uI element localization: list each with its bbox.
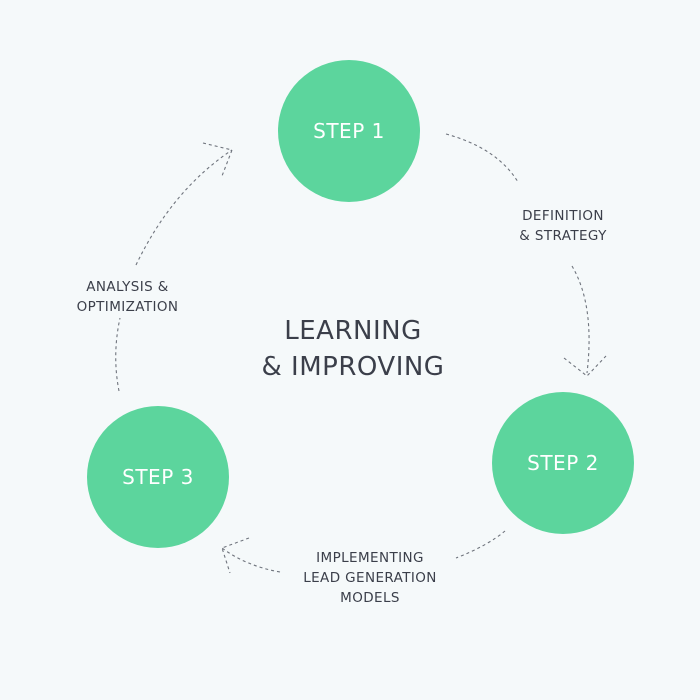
phase-label-line: MODELS <box>340 590 400 606</box>
connector-analysis-to-step1 <box>135 149 233 266</box>
step-1-label: STEP 1 <box>313 119 385 143</box>
connector-step3-to-analysis <box>115 317 121 392</box>
phase-label-line: ANALYSIS & <box>86 279 169 295</box>
connector-definition-to-step2 <box>571 265 590 374</box>
center-title-line-1: LEARNING <box>284 316 422 346</box>
phase-label-implementing-models: IMPLEMENTING LEAD GENERATION MODELS <box>270 548 470 608</box>
phase-label-line: LEAD GENERATION <box>303 570 437 586</box>
phase-label-line: IMPLEMENTING <box>316 550 424 566</box>
phase-label-analysis-optimization: ANALYSIS & OPTIMIZATION <box>50 277 205 317</box>
center-title: LEARNING & IMPROVING <box>200 313 506 385</box>
step-2-label: STEP 2 <box>527 451 599 475</box>
phase-label-line: DEFINITION <box>522 208 604 224</box>
phase-label-line: OPTIMIZATION <box>76 299 179 315</box>
arrowhead-step1-icon <box>202 142 233 177</box>
step-2-circle: STEP 2 <box>492 392 634 534</box>
phase-label-definition-strategy: DEFINITION & STRATEGY <box>493 206 633 246</box>
connector-step2-to-implementing <box>455 530 506 559</box>
arrowhead-step3-icon <box>221 537 250 574</box>
connector-step1-to-definition <box>445 133 519 183</box>
arrowhead-step2-icon <box>563 355 607 377</box>
connector-implementing-to-step3 <box>221 547 281 573</box>
phase-label-line: & STRATEGY <box>519 228 607 244</box>
step-3-circle: STEP 3 <box>87 406 229 548</box>
center-title-line-2: & IMPROVING <box>261 352 445 382</box>
step-1-circle: STEP 1 <box>278 60 420 202</box>
step-3-label: STEP 3 <box>122 465 194 489</box>
